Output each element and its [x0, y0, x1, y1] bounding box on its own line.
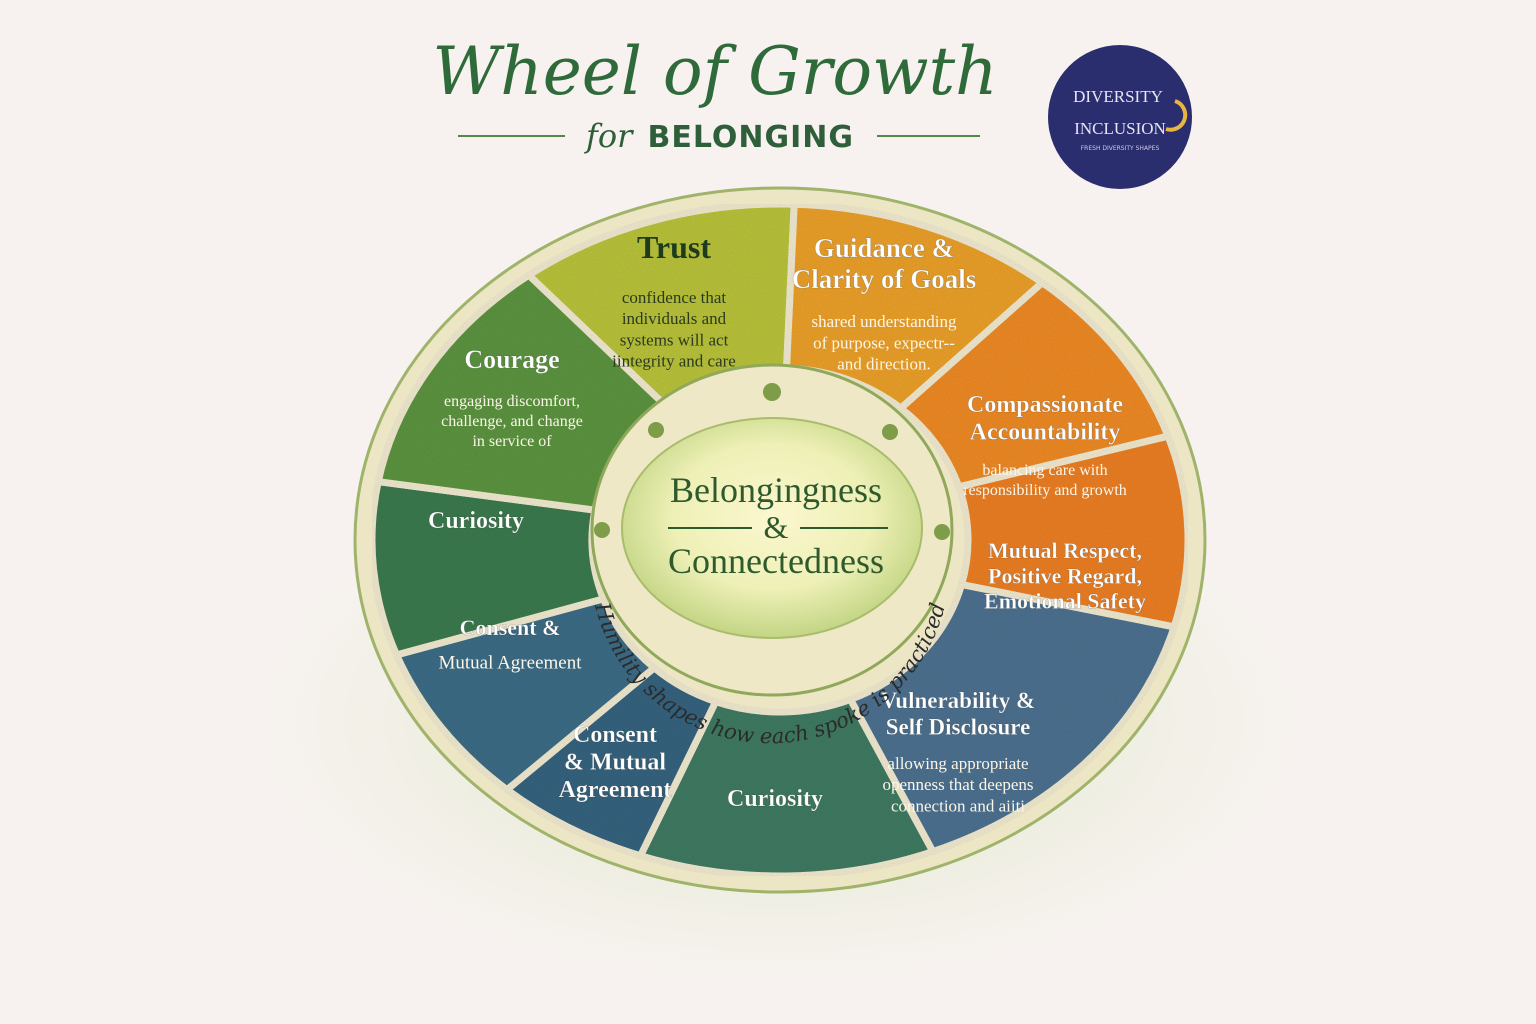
- segment-10-desc-line-3: in service of: [472, 433, 552, 450]
- diversity-inclusion-badge: DIVERSITY INCLUSION FRESH DIVERSITY SHAP…: [1048, 45, 1192, 189]
- ring-knob-upper-right: [882, 424, 898, 440]
- segment-10-desc-line-2: challenge, and change: [441, 413, 583, 430]
- segment-1-desc-line-1: confidence that: [622, 288, 727, 307]
- badge-line1: DIVERSITY: [1073, 87, 1163, 106]
- segment-7-title-line-3: Agreement: [559, 777, 672, 803]
- subtitle-main: BELONGING: [647, 120, 854, 155]
- center-line1: Belongingness: [670, 470, 882, 510]
- subtitle-prefix: for: [584, 117, 634, 155]
- segment-1-desc-line-3: systems will act: [620, 330, 729, 349]
- segment-2-desc-line-1: shared understanding: [812, 312, 957, 331]
- badge-swoosh-icon: [1165, 99, 1188, 132]
- segment-1-title-line-1: Trust: [637, 229, 711, 265]
- segment-2-title-line-2: Clarity of Goals: [792, 264, 976, 294]
- segment-9-title-line-1: Curiosity: [428, 508, 524, 534]
- page-subtitle: for BELONGING: [584, 117, 854, 155]
- segment-3-title-line-2: Accountability: [970, 420, 1121, 446]
- header: Wheel of Growth for BELONGING: [432, 33, 997, 155]
- ring-knob-top: [763, 383, 781, 401]
- segment-5-desc-line-2: openness that deepens: [882, 775, 1033, 794]
- wheel: Trust confidence that individuals and syste…: [353, 186, 1207, 894]
- segment-3-desc-line-2: responsibility and growth: [963, 482, 1127, 499]
- segment-5-title-line-2: Self Disclosure: [886, 714, 1031, 739]
- segment-5-desc-line-3: connection and aiiti: [891, 796, 1025, 815]
- wheel-segment-6: [635, 695, 938, 880]
- segment-2-desc-line-2: of purpose, expectr--: [813, 333, 955, 352]
- segment-4-title-line-3: Emotional Safety: [984, 589, 1146, 614]
- segment-5-title-line-1: Vulnerability &: [881, 688, 1035, 713]
- segment-8-desc-line-1: Mutual Agreement: [439, 652, 583, 673]
- center-line3: Connectedness: [668, 541, 884, 581]
- wheel-segments: [368, 200, 1192, 880]
- page-title: Wheel of Growth: [432, 33, 997, 110]
- center-line2: &: [764, 509, 789, 545]
- ring-knob-upper-left: [648, 422, 664, 438]
- segment-4-title-line-1: Mutual Respect,: [988, 538, 1142, 563]
- segment-2-desc-line-3: and direction.: [837, 355, 930, 374]
- segment-10-desc-line-1: engaging discomfort,: [444, 393, 580, 410]
- ring-knob-left: [594, 522, 610, 538]
- segment-7-title-line-1: Consent: [573, 722, 657, 748]
- segment-1-desc-line-2: individuals and: [622, 309, 727, 328]
- wheel-segment-labels: Trust confidence that individuals and syste…: [428, 229, 1147, 815]
- segment-1-desc-line-4: iintegrity and care: [612, 352, 736, 371]
- segment-8-title-line-1: Consent &: [460, 615, 561, 640]
- segment-3-title-line-1: Compassionate: [967, 392, 1123, 418]
- segment-10-title-line-1: Courage: [464, 345, 559, 374]
- badge-line2: INCLUSION: [1074, 119, 1166, 138]
- wheel-segment-5: [845, 580, 1179, 856]
- segment-2-title-line-1: Guidance &: [814, 233, 954, 263]
- center-hub: [621, 417, 923, 639]
- segment-6-title-line-1: Curiosity: [727, 786, 823, 812]
- badge-line3: FRESH DIVERSITY SHAPES: [1081, 145, 1160, 152]
- badge-circle: [1048, 45, 1192, 189]
- segment-3-desc-line-1: balancing care with: [982, 462, 1107, 479]
- segment-5-desc-line-1: allowing appropriate: [887, 754, 1028, 773]
- ring-knob-right: [934, 524, 950, 540]
- segment-4-title-line-2: Positive Regard,: [988, 563, 1142, 588]
- segment-7-title-line-2: & Mutual: [564, 750, 666, 776]
